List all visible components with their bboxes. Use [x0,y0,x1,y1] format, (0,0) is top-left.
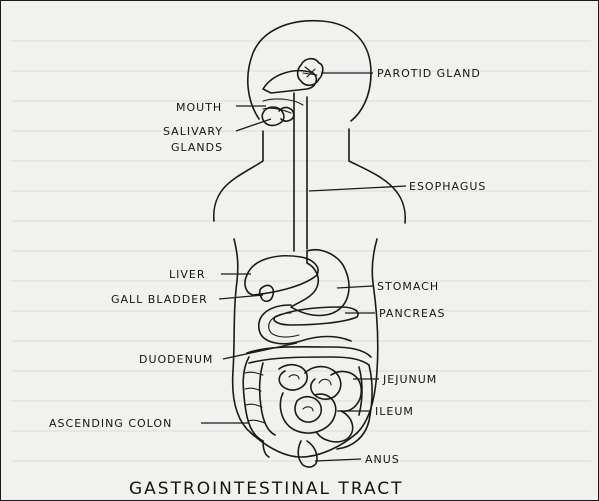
shoulder-right [349,129,405,223]
stomach-shape [291,250,349,316]
esophagus-tube [294,93,307,251]
leader-esophagus [309,186,406,191]
salivary-gland-shape-2 [279,108,294,122]
label-jejunum: JEJUNUM [382,373,437,386]
label-mouth: MOUTH [176,101,222,114]
label-pancreas: PANCREAS [379,307,445,320]
label-salivary-glands-line1: SALIVARY [163,125,223,138]
torso-right [357,239,378,433]
label-anus: ANUS [365,453,400,466]
label-stomach: STOMACH [377,280,439,293]
label-ascending-colon: ASCENDING COLON [49,417,172,430]
leader-stomach [337,286,373,288]
label-parotid-gland: PAROTID GLAND [377,67,481,80]
label-esophagus: ESOPHAGUS [409,180,486,193]
ascending-colon-shape [243,357,275,441]
label-salivary-glands-line2: GLANDS [171,141,223,154]
leader-salivary [236,119,271,131]
label-duodenum: DUODENUM [139,353,213,366]
pelvis-base [251,433,357,457]
rectum-shape [298,441,317,467]
label-liver: LIVER [169,268,206,281]
label-gall-bladder: GALL BLADDER [111,293,208,306]
small-intestine-coils [279,365,361,442]
leader-gall-bladder [219,295,263,299]
label-ileum: ILEUM [375,405,414,418]
diagram-caption: GASTROINTESTINAL TRACT [129,479,404,499]
